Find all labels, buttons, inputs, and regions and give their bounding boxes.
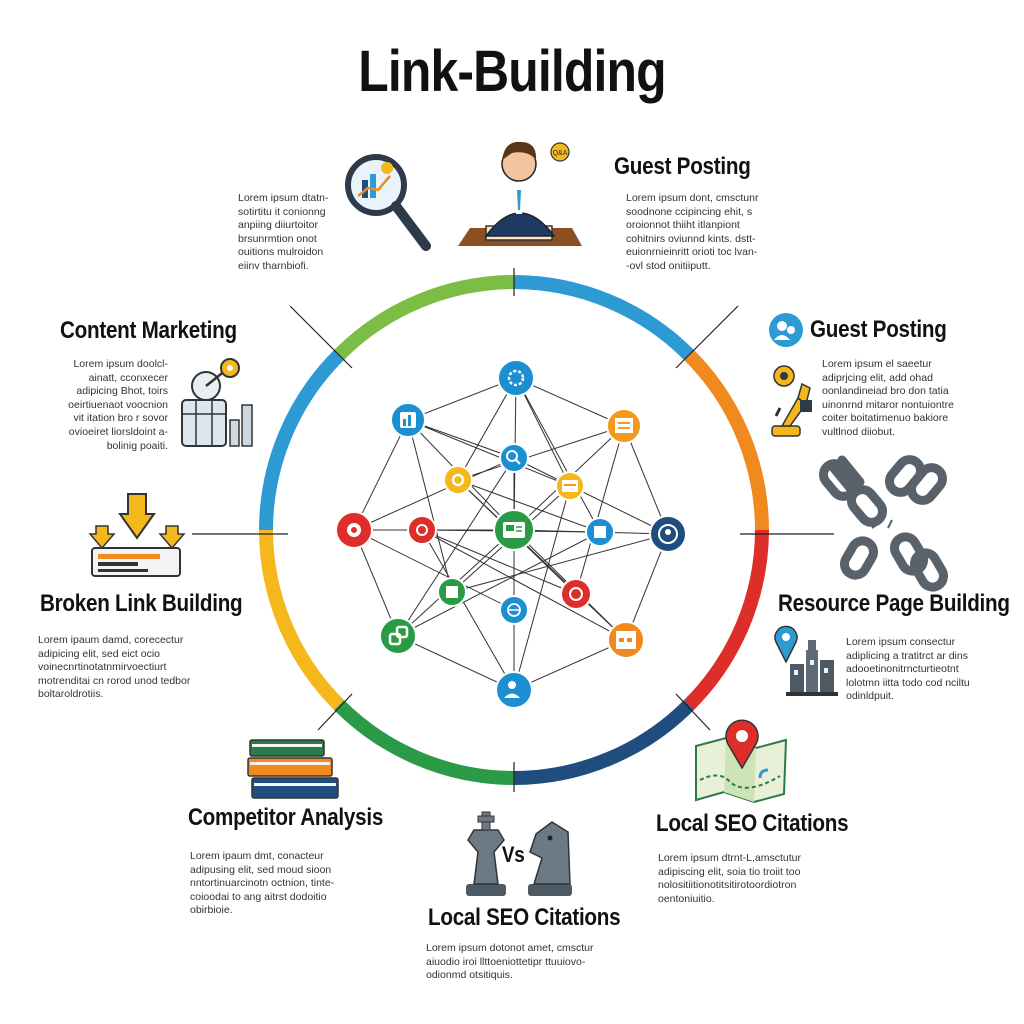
- guest-posting-right-heading: Guest Posting: [810, 316, 947, 343]
- node-gear: [497, 359, 535, 397]
- vs-label: Vs: [501, 842, 525, 867]
- local-seo-right-heading: Local SEO Citations: [656, 810, 849, 837]
- competitor-analysis-body: Lorem ipaum dmt, conacteur adipusing eli…: [190, 850, 335, 917]
- ring-arc-top-right: [513, 275, 694, 360]
- svg-text:Q&A: Q&A: [553, 150, 568, 157]
- guest-posting-right-body: Lorem ipsum el saeetur adiprjcing elit, …: [822, 358, 954, 438]
- location-city-icon: [774, 612, 838, 696]
- local-seo-right-body: Lorem ipsum dtrnt-L,amsctutur adipiscing…: [658, 852, 801, 905]
- map-pin-icon: [695, 719, 788, 804]
- node-red-target: [560, 578, 592, 610]
- content-marketing-body: Lorem ipsum doolcl- ainatt, cconxecer ad…: [68, 358, 168, 452]
- node-person: [495, 671, 533, 709]
- resource-page-building-body: Lorem ipsum consectur adiplicing a trati…: [846, 636, 970, 703]
- ring-arc-left-lower: [259, 529, 344, 710]
- spoke-line: [675, 305, 739, 369]
- network-nodes: [335, 359, 687, 709]
- guest-posting-top-body: Lorem ipsum dont, cmsctunr soodnone ccip…: [626, 192, 759, 272]
- analytics-magnifier-icon: [345, 154, 431, 251]
- spoke-line: [289, 305, 353, 369]
- user-badge-icon: [769, 313, 803, 347]
- ring-arc-bottom-left: [334, 700, 515, 785]
- ring-arc-bottom-right: [513, 700, 694, 785]
- broken-link-building-heading: Broken Link Building: [40, 590, 243, 617]
- ring-arc-right-upper: [684, 350, 769, 531]
- page-title: Link-Building: [358, 39, 666, 104]
- resource-page-building-heading: Resource Page Building: [778, 590, 1010, 617]
- robot-arm-icon: [771, 365, 812, 437]
- local-seo-bottom-heading: Local SEO Citations: [428, 904, 621, 931]
- ring-arc-left-upper: [259, 350, 344, 531]
- target-chart-icon: [181, 358, 253, 447]
- ring-arc-right-lower: [684, 529, 769, 710]
- node-ring: [443, 465, 473, 495]
- book-stack-icon: [247, 739, 339, 799]
- top-left-body: Lorem ipsum dtatn- sotirtitu it conionng…: [238, 192, 329, 272]
- competitor-analysis-heading: Competitor Analysis: [188, 804, 384, 831]
- guest-posting-top-heading: Guest Posting: [614, 153, 751, 180]
- broken-chain-icon: [819, 455, 948, 592]
- content-marketing-heading: Content Marketing: [60, 317, 237, 344]
- spoke-line: [317, 693, 353, 731]
- download-arrows-icon: [88, 493, 186, 577]
- chess-pieces-icon: [466, 811, 572, 896]
- node-red-inner: [407, 515, 437, 545]
- node-search: [499, 443, 529, 473]
- writer-at-desk-icon: Q&A: [458, 141, 582, 246]
- ring-arc-top-left: [334, 275, 515, 360]
- broken-link-building-body: Lorem ipaum damd, corecectur adipicing e…: [38, 634, 191, 701]
- local-seo-bottom-body: Lorem ipsum dotonot amet, cmsctur aiuodi…: [426, 942, 594, 982]
- spoke-line: [675, 693, 711, 731]
